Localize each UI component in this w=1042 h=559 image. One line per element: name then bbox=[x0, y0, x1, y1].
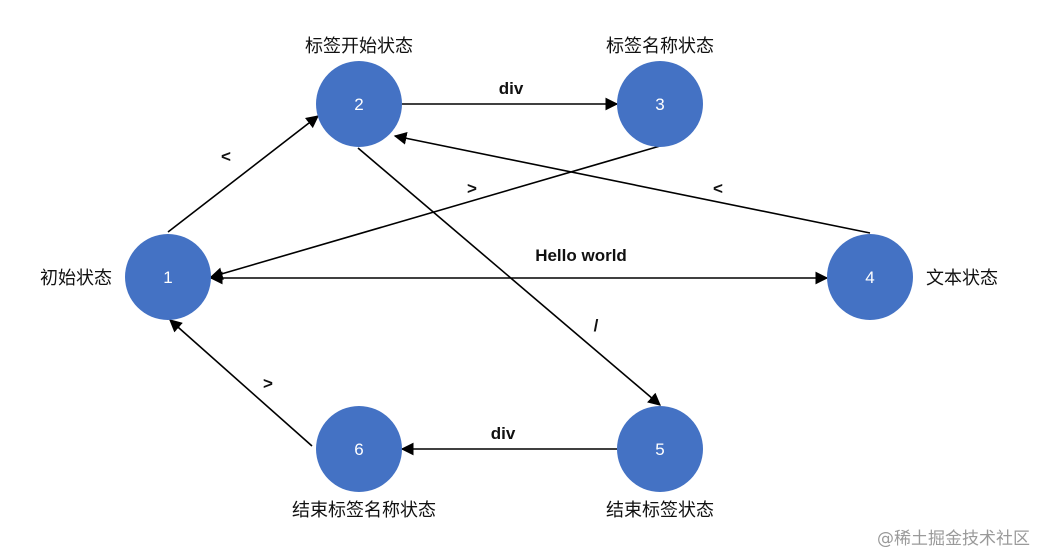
node-3: 3 bbox=[617, 61, 703, 147]
edge-label-4-to-2: < bbox=[713, 179, 723, 198]
state-label-1: 初始状态 bbox=[40, 268, 112, 289]
edges bbox=[167, 97, 871, 456]
node-number: 2 bbox=[354, 95, 363, 114]
node-number: 3 bbox=[655, 95, 664, 114]
node-circle bbox=[827, 234, 913, 320]
node-number: 5 bbox=[655, 440, 664, 459]
edge-label-5-to-6: div bbox=[491, 424, 516, 443]
edge-label-6-to-1: > bbox=[263, 374, 273, 393]
state-label-4: 文本状态 bbox=[926, 268, 998, 289]
edge-3-to-1 bbox=[209, 145, 661, 280]
watermark: @稀土掘金技术社区 bbox=[877, 529, 1030, 549]
state-label-5: 结束标签状态 bbox=[606, 500, 714, 521]
node-circle bbox=[617, 406, 703, 492]
edge-4-to-2 bbox=[393, 132, 871, 234]
node-1: 1 bbox=[125, 234, 211, 320]
edge-label-2-to-3: div bbox=[499, 79, 524, 98]
node-6: 6 bbox=[316, 406, 402, 492]
edge-label-2-to-5: / bbox=[594, 316, 599, 335]
node-5: 5 bbox=[617, 406, 703, 492]
node-number: 1 bbox=[163, 268, 172, 287]
edge-labels: < div > < Hello world / div > bbox=[221, 79, 723, 443]
state-label-2: 标签开始状态 bbox=[305, 36, 413, 57]
node-2: 2 bbox=[316, 61, 402, 147]
edge-label-3-to-1: > bbox=[467, 179, 477, 198]
node-circle bbox=[316, 61, 402, 147]
node-circle bbox=[316, 406, 402, 492]
edge-1-to-2 bbox=[167, 115, 320, 233]
node-number: 6 bbox=[354, 440, 363, 459]
state-labels: 初始状态 标签开始状态 标签名称状态 文本状态 结束标签状态 结束标签名称状态 bbox=[40, 36, 998, 521]
edge-label-1-to-2: < bbox=[221, 147, 231, 166]
node-circle bbox=[125, 234, 211, 320]
state-label-6: 结束标签名称状态 bbox=[292, 500, 436, 521]
node-4: 4 bbox=[827, 234, 913, 320]
edge-6-to-1 bbox=[169, 319, 313, 447]
node-circle bbox=[617, 61, 703, 147]
state-label-3: 标签名称状态 bbox=[606, 36, 714, 57]
node-number: 4 bbox=[865, 268, 874, 287]
edge-label-1-to-4: Hello world bbox=[535, 246, 627, 265]
edge-2-to-5 bbox=[357, 147, 661, 406]
